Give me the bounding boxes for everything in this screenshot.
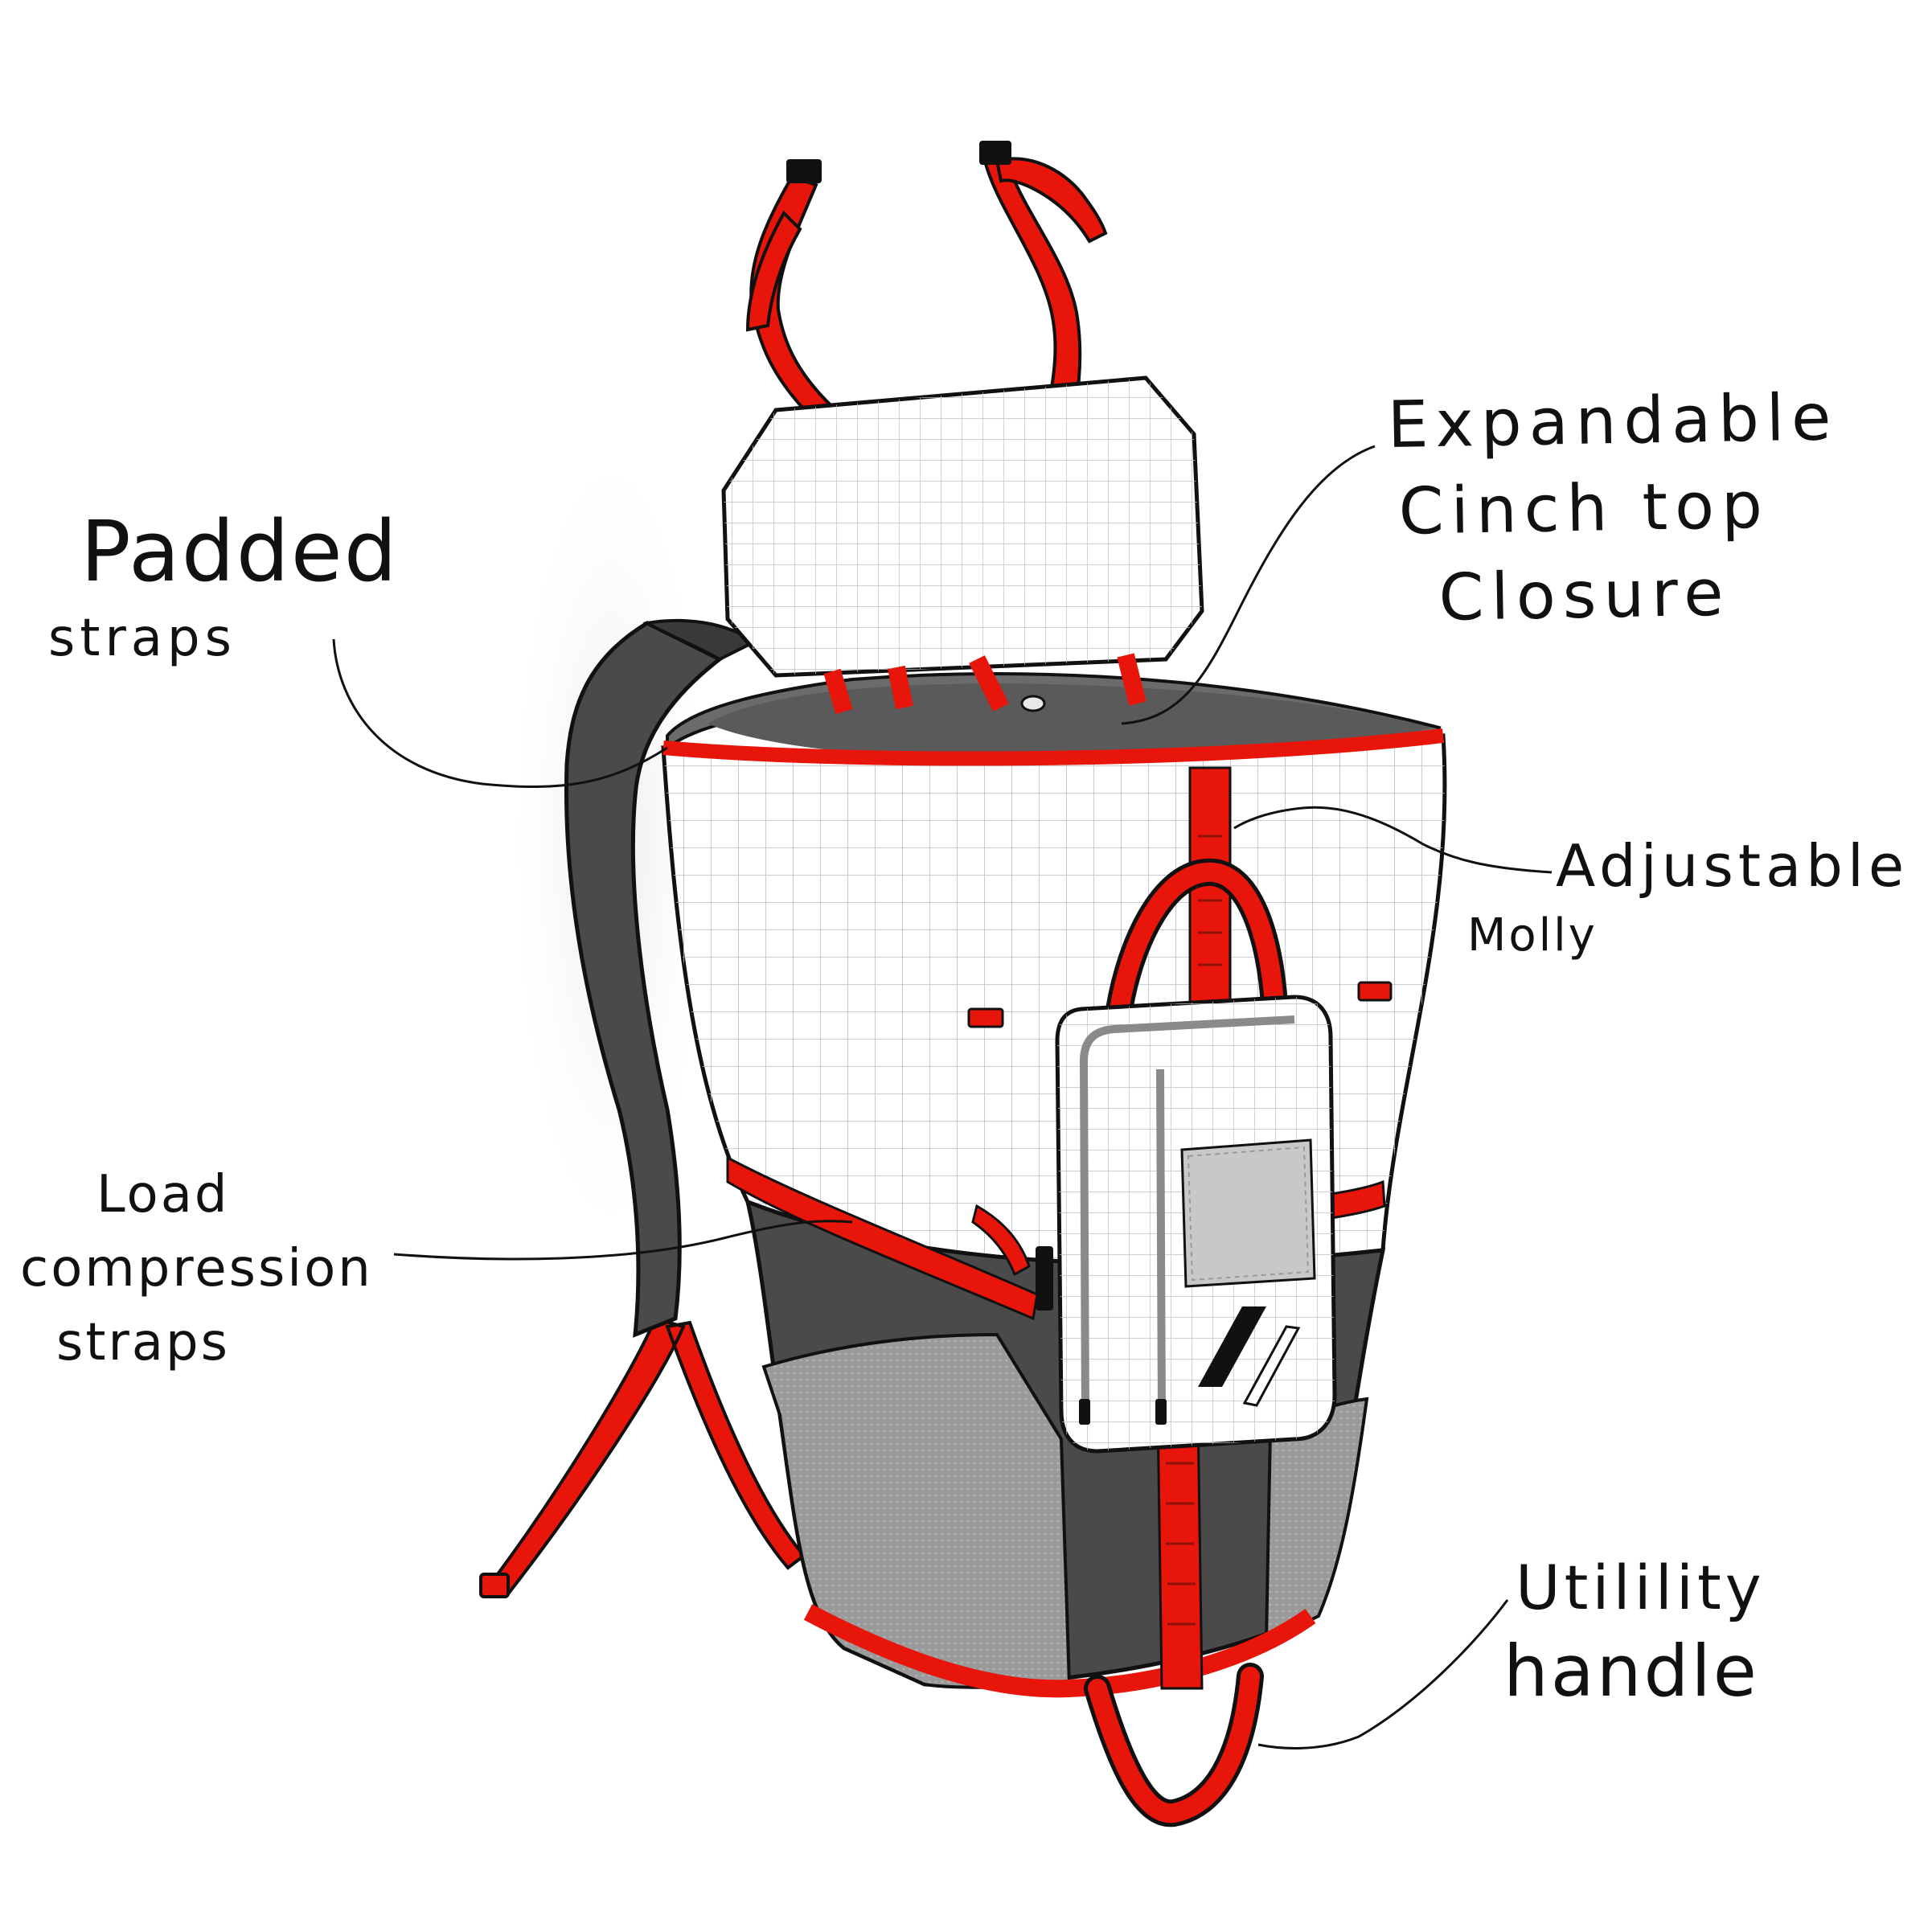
id-window [1180, 1138, 1316, 1288]
top-strap-left-loop [745, 210, 802, 332]
pocket-zipper-outer [1079, 1015, 1295, 1416]
compression-strap-tail [971, 1204, 1031, 1277]
top-buckle-right [979, 141, 1011, 165]
bottom-red-trim [803, 1604, 1316, 1698]
logo-stripe-dark [1198, 1306, 1266, 1387]
label-cinch-line-1: Expandable [1387, 379, 1840, 462]
label-padded-line-2: straps [48, 609, 236, 668]
mesh-pocket-left [761, 1332, 1072, 1689]
lower-shoulder-strap [488, 1316, 806, 1598]
top-buckle-left [786, 159, 822, 183]
label-compression-line-3: straps [56, 1313, 230, 1372]
leader-molly [1233, 806, 1553, 874]
label-cinch-line-3: Closure [1438, 555, 1732, 635]
label-compression-straps: Load compression straps [20, 1158, 373, 1380]
lid-grid [724, 378, 1202, 675]
label-cinch-line-2: Cinch top [1398, 467, 1770, 549]
label-molly: Adjustable Molly [1467, 832, 1909, 962]
molle-loop-left [967, 1007, 1004, 1028]
compression-strap [726, 1155, 1039, 1321]
label-compression-line-2: compression [20, 1239, 373, 1298]
zipper-pull-left [1079, 1399, 1090, 1425]
label-utility-handle: Utilility handle [1503, 1552, 1766, 1713]
label-padded-straps: Padded straps [48, 502, 399, 668]
label-compression-line-1: Load [96, 1165, 230, 1224]
pocket-handle-fill [1108, 862, 1284, 1031]
label-molly-line-1: Adjustable [1556, 832, 1909, 900]
utility-handle-fill [1088, 1667, 1260, 1823]
padded-strap [564, 621, 724, 1338]
cinch-toggle [1020, 695, 1046, 712]
top-strap-right-flap [995, 157, 1108, 244]
id-window-stitch [1187, 1146, 1310, 1282]
leader-padded [332, 638, 668, 789]
label-molly-line-2: Molly [1467, 909, 1598, 962]
label-cinch-top: Expandable Cinch top Closure [1387, 374, 1842, 642]
strap-end [479, 1573, 510, 1598]
leader-utility [1257, 1599, 1509, 1749]
label-padded-line-1: Padded [80, 502, 399, 601]
molle-loop-right [1357, 981, 1393, 1002]
collar-straps [823, 653, 1146, 715]
pocket-zipper-inner [1156, 1069, 1166, 1416]
collar-red-trim [662, 728, 1445, 766]
leader-cinch [1121, 445, 1376, 725]
label-utility-line-2: handle [1503, 1630, 1759, 1713]
logo-stripe-light [1242, 1325, 1301, 1407]
compression-buckle [1036, 1246, 1053, 1311]
center-strap-lower [1156, 1413, 1204, 1690]
zipper-pull-right [1155, 1399, 1167, 1425]
cinch-opening [708, 683, 1431, 760]
label-utility-line-1: Utilility [1516, 1552, 1766, 1623]
leader-compression [393, 1220, 853, 1261]
